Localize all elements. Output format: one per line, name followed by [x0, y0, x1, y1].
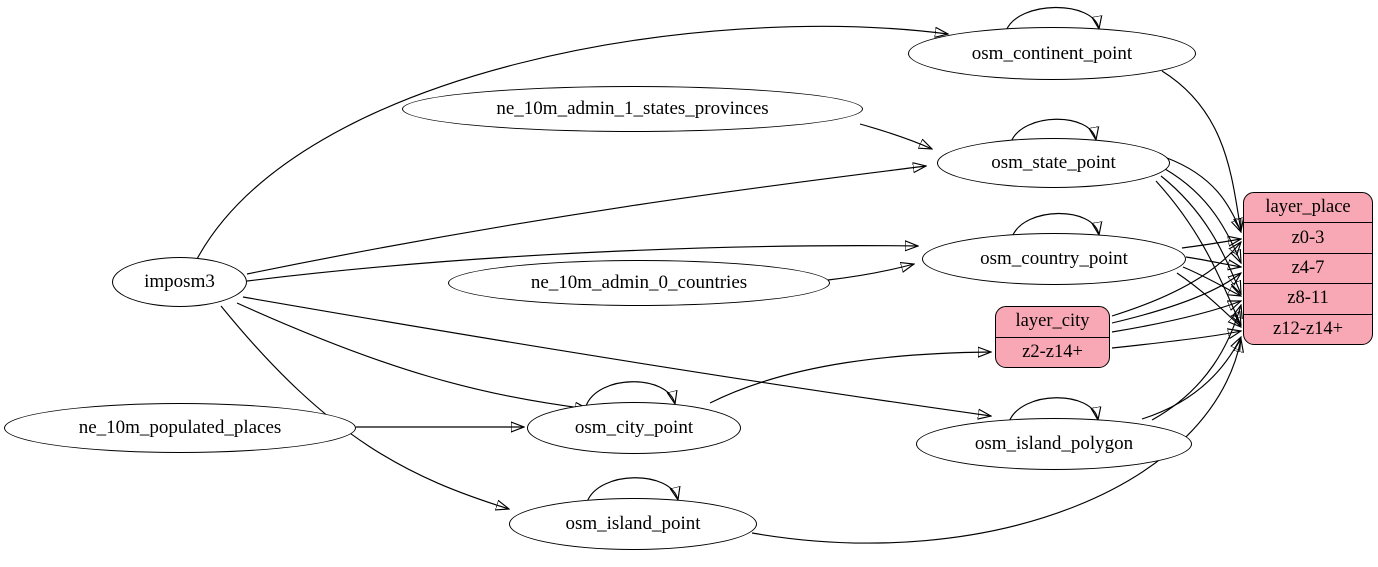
node-ne-10m-admin-0-countries[interactable]: ne_10m_admin_0_countries [448, 260, 830, 306]
node-layer-place[interactable]: layer_place z0-3 z4-7 z8-11 z12-z14+ [1243, 192, 1373, 345]
layer-place-title: layer_place [1265, 197, 1351, 218]
node-osm-continent-point[interactable]: osm_continent_point [908, 27, 1196, 80]
edge-state-to-z0-3 [1166, 157, 1241, 232]
node-osm-island-point-label: osm_island_point [565, 513, 701, 534]
edge-island-point-to-z12-z14 [751, 339, 1241, 544]
edge-imposm3-to-osm-island-point [220, 305, 509, 509]
edge-imposm3-to-osm-country-point [246, 246, 918, 282]
selfloop-osm-country-point [1011, 212, 1099, 238]
node-ne-10m-populated-places[interactable]: ne_10m_populated_places [4, 403, 356, 453]
node-osm-island-point[interactable]: osm_island_point [509, 498, 757, 550]
edge-imposm3-to-osm-island-polygon [242, 296, 991, 416]
node-osm-state-label: osm_state_point [991, 152, 1116, 173]
selfloop-osm-island-point [586, 477, 678, 503]
edge-island-polygon-to-z12-z14 [1141, 337, 1241, 420]
edge-country-to-z8-11 [1182, 266, 1241, 296]
node-ne-10m-admin-1-label: ne_10m_admin_1_states_provinces [496, 98, 769, 119]
node-osm-continent-label: osm_continent_point [971, 42, 1133, 64]
node-osm-island-polygon[interactable]: osm_island_polygon [916, 418, 1192, 470]
layer-place-row-z0-3: z0-3 [1244, 222, 1372, 252]
node-layer-city[interactable]: layer_city z2-z14+ [995, 306, 1110, 368]
edge-country-to-z4-7 [1185, 256, 1241, 267]
edge-layer-city-to-z0-3 [1111, 242, 1241, 317]
node-osm-state-point[interactable]: osm_state_point [937, 138, 1170, 188]
node-osm-island-polygon-label: osm_island_polygon [974, 433, 1134, 454]
node-osm-city-label: osm_city_point [574, 417, 694, 438]
node-ne-10m-populated-label: ne_10m_populated_places [78, 417, 282, 438]
edge-layer-city-to-z12-z14 [1111, 331, 1241, 349]
node-imposm3[interactable]: imposm3 [112, 257, 247, 307]
node-imposm3-label: imposm3 [144, 271, 215, 292]
node-ne-10m-admin-1-states-provinces[interactable]: ne_10m_admin_1_states_provinces [402, 86, 863, 132]
selfloop-osm-state-point [1010, 118, 1096, 143]
node-osm-country-point[interactable]: osm_country_point [922, 233, 1186, 285]
edge-imposm3-to-osm-state-point [246, 166, 926, 275]
selfloop-osm-continent-point [1005, 6, 1099, 32]
node-osm-city-point[interactable]: osm_city_point [527, 402, 741, 454]
layer-place-row-z8-11: z8-11 [1244, 283, 1372, 313]
edge-ne10m-admin0-to-osm-country-point [827, 264, 914, 281]
layer-place-row-z12-z14: z12-z14+ [1244, 313, 1372, 344]
edge-city-to-layer-city [709, 352, 991, 404]
node-osm-country-label: osm_country_point [980, 248, 1128, 269]
layer-city-row-z2-z14: z2-z14+ [996, 336, 1109, 368]
edge-imposm3-to-osm-city-point [236, 302, 588, 409]
layer-city-title: layer_city [1015, 311, 1090, 332]
edge-continent-to-z0-3 [1161, 70, 1241, 231]
selfloop-osm-city-point [585, 381, 675, 407]
edge-country-to-z0-3 [1181, 239, 1241, 249]
edge-layer-city-to-z4-7 [1111, 273, 1241, 324]
node-ne-10m-admin-0-label: ne_10m_admin_0_countries [530, 272, 748, 293]
layer-place-row-z4-7: z4-7 [1244, 252, 1372, 283]
edge-country-to-z12-z14 [1176, 272, 1241, 327]
edge-island-polygon-to-z8-11 [1151, 305, 1241, 421]
edge-layer-city-to-z8-11 [1111, 301, 1241, 333]
edge-ne10m-admin1-to-osm-state-point [859, 123, 932, 149]
selfloop-osm-island-polygon [1008, 397, 1098, 423]
edge-imposm3-to-osm-continent-point [196, 25, 948, 260]
